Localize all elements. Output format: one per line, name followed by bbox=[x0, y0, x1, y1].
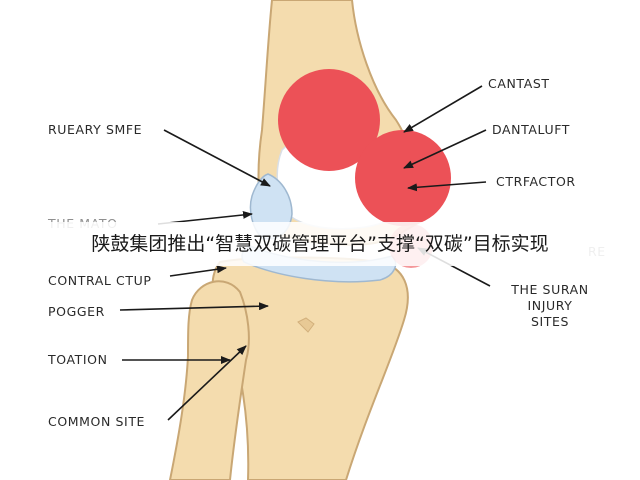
arrow-cantast bbox=[403, 85, 483, 133]
arrow-pogger bbox=[119, 302, 269, 311]
arrow-contral-ctup bbox=[169, 265, 227, 277]
arrow-rueary-smfe bbox=[163, 129, 271, 187]
caption-text: 陕鼓集团推出“智慧双碳管理平台”支撑“双碳”目标实现 bbox=[91, 233, 549, 255]
caption-banner bbox=[0, 222, 640, 266]
arrow-dantaluft bbox=[403, 129, 487, 169]
label-cantast: CANTAST bbox=[488, 76, 550, 91]
label-dantaluft: DANTALUFT bbox=[492, 122, 571, 137]
injury-circle-middle bbox=[355, 130, 451, 226]
arrow-ctrfactor bbox=[407, 181, 487, 192]
label-the-suran-line3: SITES bbox=[530, 314, 570, 329]
arrow-common-site bbox=[167, 345, 247, 421]
label-the-suran-injury-sites: THE SURAN INJURY SITES bbox=[490, 282, 610, 330]
label-rueary-smfe: RUEARY SMFE bbox=[48, 122, 143, 137]
bone-mark bbox=[297, 317, 315, 333]
label-pogger: POGGER bbox=[48, 304, 105, 319]
injury-circle-upper bbox=[278, 69, 380, 171]
label-toation: TOATION bbox=[48, 352, 108, 367]
label-contral-ctup: CONTRAL CTUP bbox=[48, 273, 152, 288]
label-the-suran-line2: INJURY bbox=[527, 298, 573, 313]
label-the-suran-line1: THE SURAN bbox=[511, 282, 589, 297]
label-ctrfactor: CTRFACTOR bbox=[496, 174, 576, 189]
label-common-site: COMMON SITE bbox=[48, 414, 146, 429]
